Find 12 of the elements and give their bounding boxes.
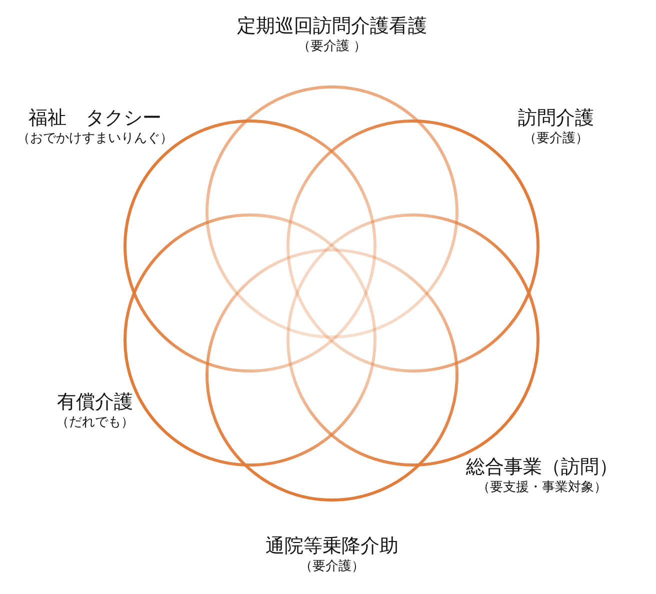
service-title: 総合事業（訪問） xyxy=(466,455,618,479)
eligibility-note: （だれでも） xyxy=(56,414,134,432)
eligibility-note: （要介護 ） xyxy=(296,38,368,56)
eligibility-note: （おでかけすまいりんぐ） xyxy=(17,130,173,148)
service-title: 有償介護 xyxy=(56,390,134,414)
eligibility-note: （要介護） xyxy=(298,558,366,576)
service-title: 訪問介護 xyxy=(518,106,594,130)
service-title: 定期巡回訪問介護看護 xyxy=(237,14,427,38)
eligibility-note: （要介護） xyxy=(522,130,590,148)
service-title: 福祉 タクシー xyxy=(28,106,162,130)
service-title: 通院等乗降介助 xyxy=(266,534,398,558)
eligibility-note: （要支援・事業対象） xyxy=(476,479,608,497)
